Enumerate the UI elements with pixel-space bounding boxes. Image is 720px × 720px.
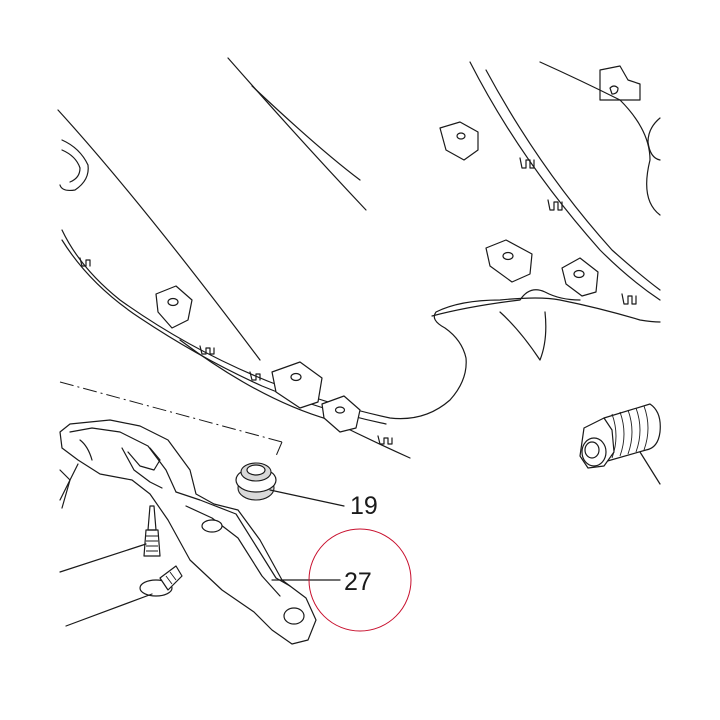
bracket-hole-upper (201, 519, 223, 533)
panel-mounting-tabs (79, 121, 637, 445)
callout-label-19: 19 (350, 492, 378, 520)
flange-bolt (579, 403, 661, 469)
leader-bracket-edge (59, 463, 79, 501)
tab-2 (485, 239, 533, 283)
tab-4 (155, 285, 193, 329)
screw-short (143, 505, 161, 557)
grommet-part (235, 462, 277, 501)
assembly-centerline (59, 381, 283, 443)
leader-19 (269, 489, 345, 507)
bracket-part (59, 419, 317, 645)
screw-flanged (139, 565, 183, 597)
tab-6 (321, 395, 361, 433)
leader-flange-bolt (639, 451, 661, 485)
tab-1 (439, 121, 479, 161)
bracket-hole-lower (283, 607, 305, 625)
leader-lines (59, 451, 661, 627)
body-panel (57, 57, 661, 459)
tab-5 (271, 361, 323, 409)
leader-screw-flanged (65, 593, 153, 627)
callout-highlight-circle (308, 528, 412, 632)
leader-screw-short (59, 543, 147, 573)
callout-label-27: 27 (344, 568, 372, 596)
